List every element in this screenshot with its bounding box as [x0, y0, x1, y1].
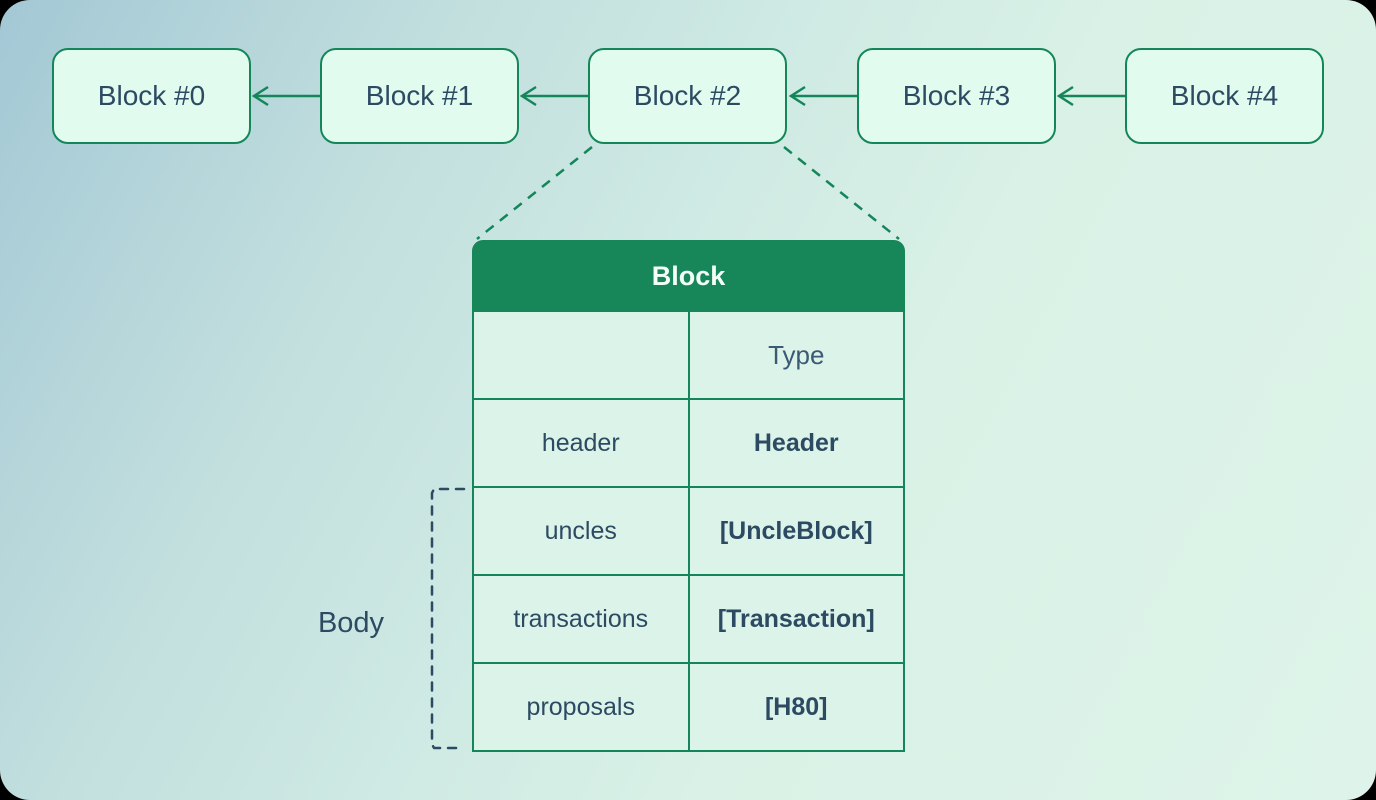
table-cell-empty: [474, 312, 688, 398]
block-node-label: Block #1: [365, 80, 474, 111]
table-title: Block: [472, 240, 905, 312]
chain-arrow-1-to-0: [251, 85, 320, 107]
table-cell-type: Header: [689, 400, 903, 486]
table-title-label: Block: [651, 260, 726, 291]
chain-arrow-3-to-2: [788, 85, 857, 107]
table-column-header-type: Type: [689, 312, 903, 398]
block-detail-table: Block Type header Header uncles [UncleBl…: [472, 240, 905, 752]
expansion-connector-right: [783, 146, 900, 240]
block-node-0: Block #0: [52, 48, 251, 144]
table-body: Type header Header uncles [UncleBlock] t…: [472, 312, 905, 752]
expansion-connectors: [476, 146, 900, 240]
expansion-connector-left: [476, 146, 593, 240]
block-node-2: Block #2: [588, 48, 787, 144]
table-cell-field: transactions: [474, 576, 688, 662]
table-cell-field: proposals: [474, 664, 688, 750]
block-node-1: Block #1: [320, 48, 519, 144]
chain-arrow-2-to-1: [519, 85, 588, 107]
block-node-3: Block #3: [857, 48, 1056, 144]
table-cell-type: [UncleBlock]: [689, 488, 903, 574]
body-bracket: [430, 487, 466, 750]
block-node-label: Block #0: [97, 80, 206, 111]
block-node-4: Block #4: [1125, 48, 1324, 144]
table-cell-field: header: [474, 400, 688, 486]
chain-arrow-4-to-3: [1056, 85, 1125, 107]
block-node-label: Block #2: [633, 80, 742, 111]
body-annotation-label: Body: [317, 607, 385, 639]
block-node-label: Block #4: [1170, 80, 1279, 111]
table-cell-type: [H80]: [689, 664, 903, 750]
block-node-label: Block #3: [902, 80, 1011, 111]
table-cell-field: uncles: [474, 488, 688, 574]
table-cell-type: [Transaction]: [689, 576, 903, 662]
